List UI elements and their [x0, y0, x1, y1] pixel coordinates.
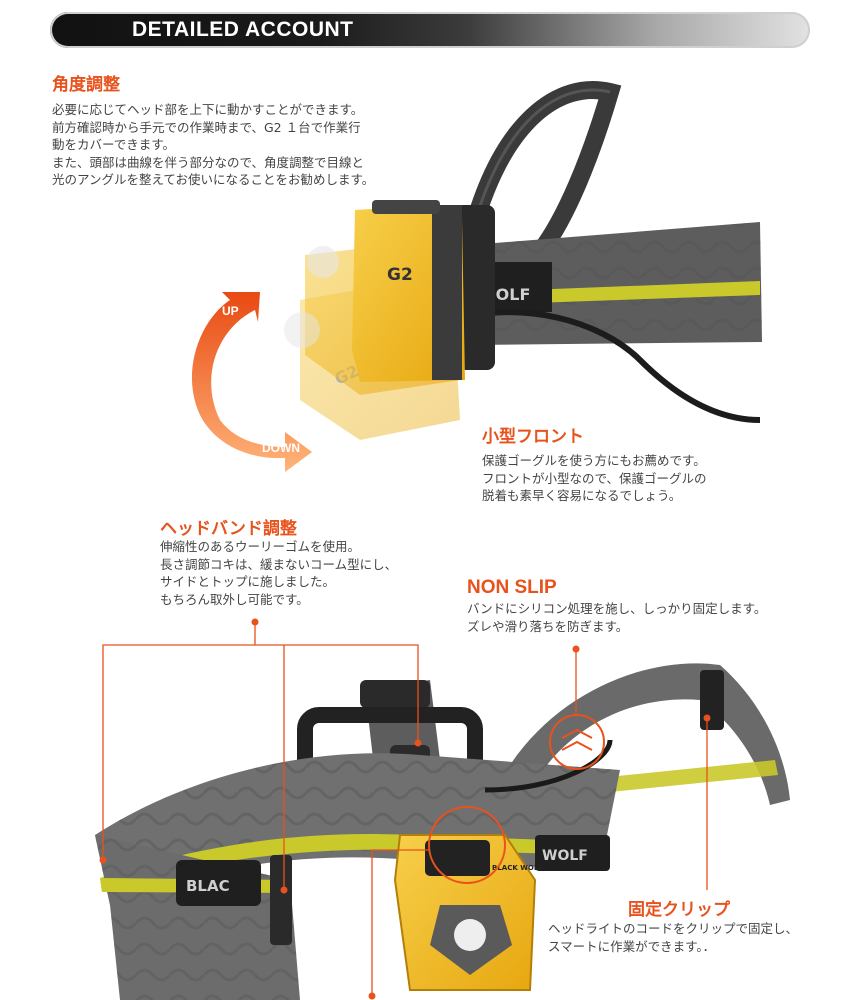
nonslip-callout: [549, 645, 605, 770]
section-banner: DETAILED ACCOUNT: [50, 12, 810, 48]
front-heading: 小型フロント: [482, 427, 584, 447]
clip-heading: 固定クリップ: [628, 900, 730, 920]
headband-description: 伸縮性のあるウーリーゴムを使用。 長さ調節コキは、緩まないコーム型にし、 サイド…: [160, 539, 398, 607]
front-callout: [368, 806, 506, 1000]
angle-heading: 角度調整: [52, 75, 120, 95]
clip-description: ヘッドライトのコードをクリップで固定し、 スマートに作業ができます。．: [548, 921, 799, 954]
nonslip-description: バンドにシリコン処理を施し、しっかり固定します。 ズレや滑り落ちを防ぎます。: [467, 601, 767, 634]
bottom-headlamp-image: BLAC WOLF BLACK WOLF: [95, 663, 790, 1000]
headband-callout-lines: [99, 618, 422, 894]
down-label: DOWN: [262, 441, 300, 455]
side-strap-logo: BLAC: [186, 877, 230, 895]
front-description: 保護ゴーグルを使う方にもお薦めです。 フロントが小型なので、保護ゴーグルの 脱着…: [482, 453, 707, 503]
nonslip-heading: NON SLIP: [467, 577, 557, 598]
up-label: UP: [222, 304, 239, 318]
angle-description: 必要に応じてヘッド部を上下に動かすことができます。 前方確認時から手元での作業時…: [52, 102, 375, 187]
model-label: G2: [387, 265, 413, 285]
clip-callout: [703, 714, 711, 890]
headband-heading: ヘッドバンド調整: [160, 519, 297, 539]
up-down-arrow-icon: [191, 292, 312, 472]
front-brand-label: BLACK WOLF: [492, 864, 543, 872]
banner-title: DETAILED ACCOUNT: [132, 18, 354, 41]
right-strap-logo: WOLF: [542, 848, 588, 864]
top-headlamp-image: WOLF G2 G2: [284, 80, 762, 440]
